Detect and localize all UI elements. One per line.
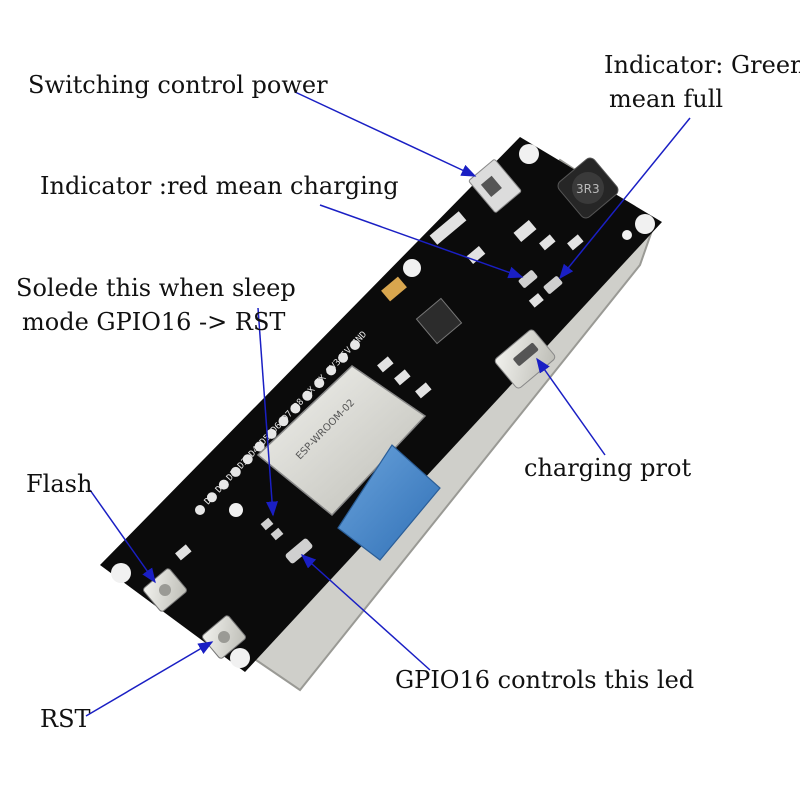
header-pin xyxy=(206,492,217,503)
label-solder-sleep: Solede this when sleep xyxy=(16,274,296,302)
annotation-arrows xyxy=(85,91,691,717)
arrow-flash xyxy=(89,489,156,584)
label-flash: Flash xyxy=(26,470,93,498)
arrow-gpio16-led xyxy=(300,553,431,671)
header-pin xyxy=(242,454,253,465)
header-pin xyxy=(266,428,277,439)
capacitor xyxy=(381,276,407,302)
header-pin xyxy=(254,441,265,452)
header-pin xyxy=(302,390,313,401)
header-pin xyxy=(218,479,229,490)
label-indicator-green: Indicator: Green xyxy=(604,51,800,79)
charge-indicator-leds xyxy=(518,270,563,294)
header-pin xyxy=(338,352,349,363)
mounting-hole xyxy=(519,144,539,164)
header-pin xyxy=(350,340,360,350)
header-pin xyxy=(195,505,205,515)
label-rst: RST xyxy=(40,705,91,733)
arrow-charging-port xyxy=(536,357,606,456)
arrow-solder-pads xyxy=(257,307,279,517)
header-pin xyxy=(326,365,337,376)
mounting-hole xyxy=(229,503,243,517)
micro-usb-port xyxy=(494,329,556,389)
gpio16-led xyxy=(285,538,313,564)
label-indicator-green-cont: mean full xyxy=(609,85,724,113)
mounting-hole xyxy=(622,230,632,240)
usb-uart-chip xyxy=(415,297,463,345)
header-pin xyxy=(290,403,301,414)
header-pin xyxy=(230,466,241,477)
header-pin xyxy=(278,416,289,427)
arrow-switch xyxy=(294,91,477,177)
label-solder-sleep-cont: mode GPIO16 -> RST xyxy=(22,308,286,336)
header-pin xyxy=(314,378,325,389)
inductor-marking: 3R3 xyxy=(576,182,600,196)
mounting-hole xyxy=(111,563,131,583)
label-gpio16-led: GPIO16 controls this led xyxy=(395,666,695,694)
mounting-hole xyxy=(403,259,421,277)
power-switch xyxy=(468,159,522,213)
esp-module: ESP-WROOM-02 xyxy=(256,365,441,561)
label-indicator-red: Indicator :red mean charging xyxy=(40,172,399,200)
arrow-green-indicator xyxy=(559,117,691,280)
arrow-rst xyxy=(85,641,214,717)
mounting-hole xyxy=(230,648,250,668)
arrow-red-indicator xyxy=(319,204,524,279)
inductor: 3R3 xyxy=(557,157,619,219)
mounting-hole xyxy=(635,214,655,234)
label-charging-port: charging prot xyxy=(524,454,692,482)
label-switching-control-power: Switching control power xyxy=(28,71,328,99)
sleep-solder-pads xyxy=(260,517,284,541)
pin-header xyxy=(195,340,360,515)
